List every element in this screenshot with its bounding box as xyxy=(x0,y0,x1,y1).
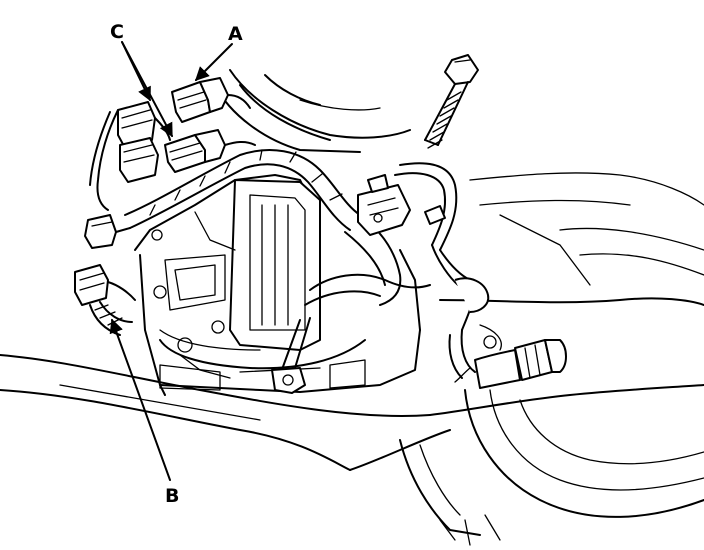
bolt xyxy=(424,54,479,149)
sensor-connector-right xyxy=(454,339,567,389)
callout-b-label: B xyxy=(165,485,179,507)
connector-stack-left xyxy=(89,101,171,211)
callout-a-leader xyxy=(195,43,233,81)
callout-b-leader xyxy=(109,318,171,481)
callout-arrows xyxy=(109,41,233,481)
connector-a xyxy=(171,77,251,123)
wiring-harness xyxy=(124,149,502,379)
connector-c xyxy=(164,129,256,173)
callout-c-leader-2 xyxy=(121,41,173,138)
harness-clip-bottom xyxy=(271,367,306,394)
wheel-hub xyxy=(399,389,704,546)
connector-small-left xyxy=(84,214,131,249)
callout-a-label: A xyxy=(228,23,243,45)
callout-c-label: C xyxy=(110,21,124,43)
engine-block xyxy=(134,174,421,396)
connector-b xyxy=(74,264,136,336)
upper-hoses xyxy=(214,69,411,153)
